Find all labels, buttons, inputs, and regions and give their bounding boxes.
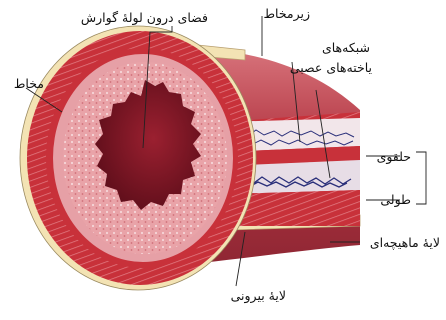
label-mucosa: مخاط	[4, 76, 44, 91]
label-lumen: فضای درون لولهٔ گوارش	[58, 10, 208, 25]
label-nerve-networks-line1: شبکه‌های	[290, 40, 370, 55]
label-circular: حلقوی	[366, 149, 411, 164]
label-nerve-networks-line2: یاخته‌های عصبی	[262, 60, 372, 75]
label-submucosa: زیرمخاط	[250, 6, 310, 21]
label-outer-layer: لایهٔ بیرونی	[186, 288, 286, 303]
cross-section	[20, 26, 256, 290]
muscle-bracket	[416, 152, 426, 204]
label-muscle-layer: لایهٔ ماهیچه‌ای	[338, 235, 440, 250]
label-longitudinal: طولی	[366, 192, 411, 207]
